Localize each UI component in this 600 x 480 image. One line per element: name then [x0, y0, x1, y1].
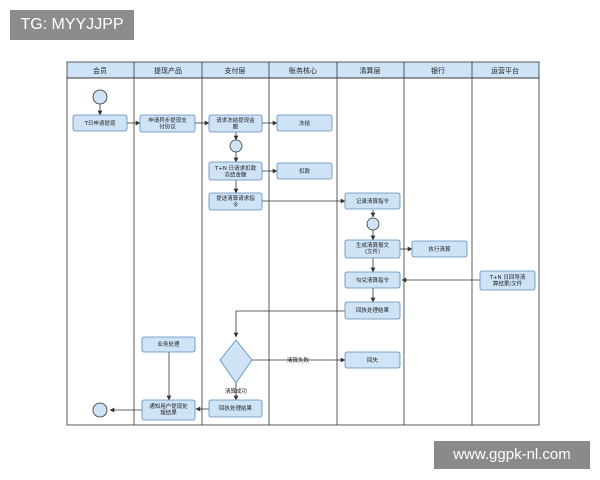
node-execute-clearing-box: [411, 240, 468, 258]
node-business-process-label: 业务处理: [157, 340, 180, 348]
lane-body: [66, 77, 540, 426]
start-node: [92, 89, 108, 105]
node-apply-sync-label: 申请异步提现支付协议: [148, 116, 187, 131]
node-submit-clearing-label: 提送清算请求指令: [216, 194, 255, 209]
node-callback-result-pay-box: [208, 399, 263, 418]
lane-header-payment-layer: 支付层: [225, 66, 246, 75]
node-generate-file-box: [344, 239, 401, 259]
node-reconcile-label: 勾兑清算指令: [356, 276, 390, 284]
end-node: [92, 402, 108, 418]
node-request-freeze-label: 请求冻结提现金额: [216, 116, 255, 131]
node-business-process-box: [141, 336, 196, 353]
success-edge-label: 清算成功: [225, 387, 248, 395]
node-return-result-file-box: [479, 270, 536, 291]
tg-tag: TG: MYYJJPP: [10, 10, 134, 40]
node-request-deduct-box: [208, 161, 263, 181]
node-request-deduct-label: T+N 日请求扣款冻结金额: [214, 164, 257, 179]
lane-header-bank: 银行: [431, 66, 445, 75]
connector: [233, 310, 345, 338]
node-callback-result-clearing-label: 回执处理结果: [356, 306, 390, 314]
swimlane-frame: [66, 61, 540, 426]
node-refund-label: 回失: [367, 356, 379, 364]
node-t-apply-box: [72, 114, 128, 132]
node-deduct-label: 扣款: [299, 167, 311, 175]
lane-header-member: 会员: [93, 66, 107, 75]
node-execute-clearing-label: 执行清算: [428, 245, 451, 253]
decision-diamond: [219, 339, 253, 384]
node-refund-box: [344, 351, 401, 369]
node-record-clearing-box: [344, 192, 401, 210]
node-return-result-file-label: T+N 日回导清算结果/文件: [489, 273, 526, 288]
lane-header-ops-platform: 运营平台: [491, 66, 519, 75]
node-notify-user-label: 通知用户提现处理结果: [149, 402, 188, 417]
node-callback-result-clearing-box: [344, 301, 401, 320]
fail-edge-label: 清算失败: [287, 356, 310, 364]
merge-node: [366, 217, 380, 231]
node-t-apply-label: T日申请提现: [84, 119, 116, 127]
lane-header-accounting-core: 账务核心: [289, 66, 317, 75]
lane-header-withdraw-product: 提现产品: [154, 66, 182, 75]
merge-node: [229, 139, 243, 153]
node-callback-result-pay-label: 回执处理结果: [219, 404, 253, 412]
node-freeze-box: [276, 114, 333, 132]
lane-header-clearing-layer: 清算层: [360, 66, 381, 75]
watermark: www.ggpk-nl.com: [434, 441, 590, 469]
node-generate-file-label: 生成清算报文（文件）: [356, 241, 390, 256]
node-deduct-box: [276, 162, 333, 180]
node-reconcile-box: [344, 271, 401, 289]
node-submit-clearing-box: [208, 192, 263, 211]
node-apply-sync-box: [139, 114, 196, 133]
node-freeze-label: 冻结: [299, 119, 311, 127]
node-request-freeze-box: [208, 114, 263, 133]
node-notify-user-box: [141, 399, 196, 421]
node-record-clearing-label: 记录清算指令: [356, 197, 390, 205]
